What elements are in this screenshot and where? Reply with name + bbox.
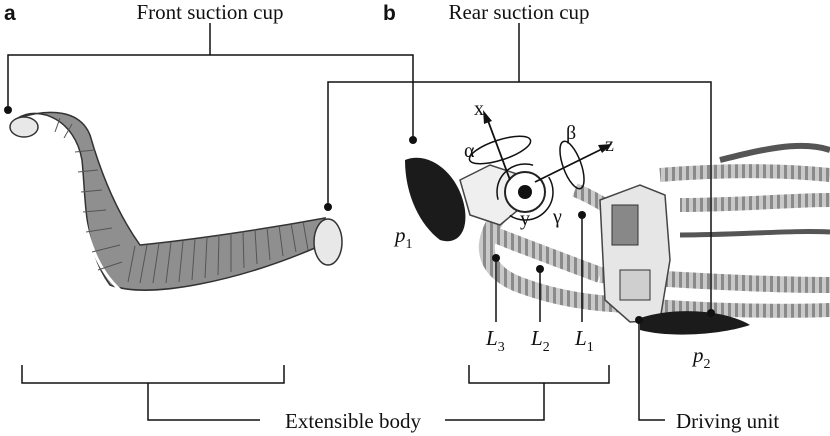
y-axis-label: y bbox=[520, 208, 530, 230]
leader-dots bbox=[4, 106, 715, 324]
p1-label: p1 bbox=[393, 223, 413, 252]
L1-label: L1 bbox=[574, 326, 594, 355]
front-suction-cup-shape bbox=[405, 157, 466, 242]
worm-front-cup bbox=[9, 116, 39, 138]
x-axis-line bbox=[486, 117, 511, 181]
worm-rear-cup bbox=[313, 218, 343, 266]
L2-label: L2 bbox=[530, 326, 550, 355]
worm-body bbox=[17, 111, 327, 291]
worm-white-line bbox=[44, 118, 122, 292]
gamma-label: γ bbox=[552, 206, 562, 228]
alpha-rotation-arc bbox=[468, 135, 532, 165]
driving-unit-label: Driving unit bbox=[676, 409, 779, 433]
tube-l3 bbox=[479, 210, 641, 313]
robot-illustration bbox=[405, 110, 830, 335]
beta-label: β bbox=[566, 122, 576, 144]
worm-illustration bbox=[9, 111, 343, 292]
rear-suction-cup-label: Rear suction cup bbox=[448, 0, 589, 24]
z-axis-label: z bbox=[605, 134, 614, 156]
x-axis-label: x bbox=[474, 98, 484, 120]
p2-label: p2 bbox=[691, 343, 711, 372]
panel-label-b: b bbox=[383, 2, 396, 25]
L3-label: L3 bbox=[485, 326, 505, 355]
tube-l2 bbox=[492, 227, 603, 283]
alpha-label: α bbox=[464, 140, 475, 162]
beta-rotation-arc bbox=[559, 140, 585, 190]
rear-suction-cup-shape bbox=[640, 311, 750, 335]
worm-segments bbox=[54, 117, 309, 284]
extensible-body-label: Extensible body bbox=[285, 409, 421, 433]
panel-label-a: a bbox=[4, 2, 16, 25]
leader-lines bbox=[7, 23, 712, 421]
front-suction-cup-label: Front suction cup bbox=[137, 0, 284, 24]
y-axis-dot bbox=[518, 185, 532, 199]
z-axis-line bbox=[534, 147, 605, 183]
gamma-rotation-arc bbox=[496, 163, 554, 221]
